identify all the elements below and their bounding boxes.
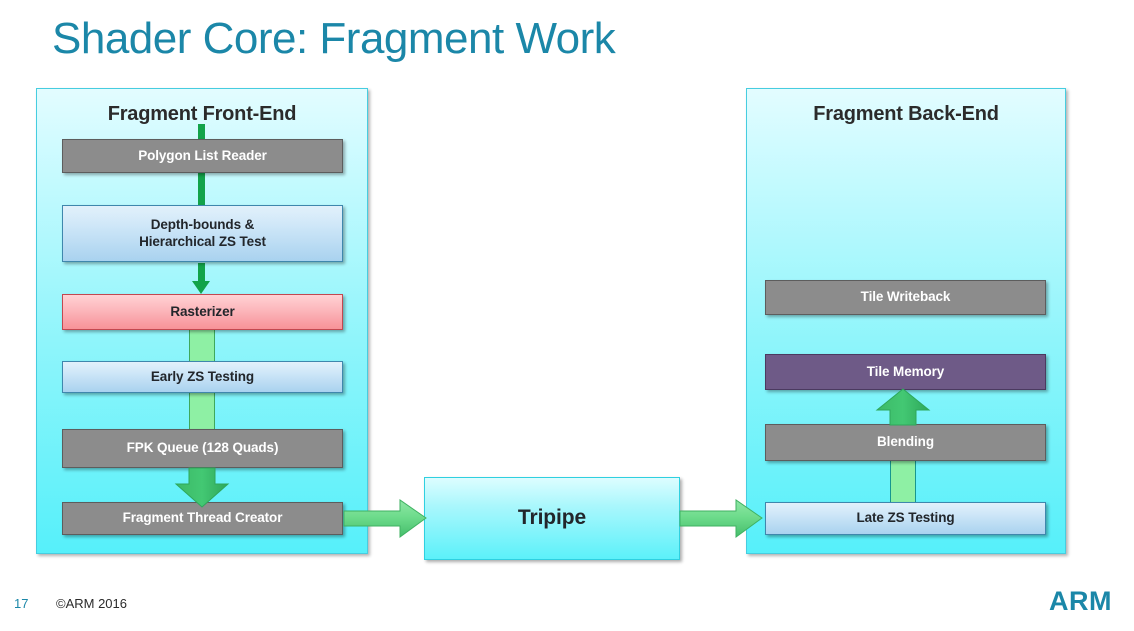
box-rasterizer[interactable]: Rasterizer [62,294,343,330]
box-polygon-list-reader[interactable]: Polygon List Reader [62,139,343,173]
box-label: Early ZS Testing [150,368,255,384]
box-tripipe[interactable]: Tripipe [424,477,680,560]
arrow-depth-bounds-to-rasterizer-head [192,281,210,294]
connector-depth-bounds-to-rasterizer-stem [198,263,205,281]
panel-title-front-end: Fragment Front-End [107,103,297,125]
arm-logo: ARM [1049,586,1112,616]
panel-title-back-end: Fragment Back-End [813,103,999,125]
box-label: Late ZS Testing [856,510,955,526]
box-blending[interactable]: Blending [765,424,1046,461]
connector-rasterizer-to-early-zs [189,330,215,362]
box-label: Fragment Thread Creator [122,510,283,526]
box-label: Tripipe [517,506,587,530]
arrow-fpk-queue-to-fragment-thread-creator [174,467,230,508]
box-tile-memory[interactable]: Tile Memory [765,354,1046,390]
box-label: Rasterizer [170,303,235,319]
page-title: Shader Core: Fragment Work [52,14,616,63]
box-label: Polygon List Reader [138,147,267,163]
connector-polygon-to-depth-bounds [198,184,205,206]
box-label: Depth-bounds & Hierarchical ZS Test [139,216,266,249]
box-fpk-queue[interactable]: FPK Queue (128 Quads) [62,429,343,468]
page-number: 17 [14,596,29,611]
connector-early-zs-to-fpk-queue [189,392,215,429]
arrow-front-end-to-tripipe [343,499,427,538]
box-early-zs-testing[interactable]: Early ZS Testing [62,361,343,393]
box-depth-bounds-hierarchical-zs-test[interactable]: Depth-bounds & Hierarchical ZS Test [62,205,343,262]
arrow-blending-to-tile-memory [875,388,931,426]
box-late-zs-testing[interactable]: Late ZS Testing [765,502,1046,535]
box-label: Blending [877,434,934,450]
box-label: Tile Writeback [860,289,951,305]
connector-title-to-polygon-list-reader [198,124,205,146]
box-label: Tile Memory [866,363,945,379]
connector-late-zs-to-blending [890,460,916,506]
box-tile-writeback[interactable]: Tile Writeback [765,280,1046,315]
box-label: FPK Queue (128 Quads) [126,440,279,456]
copyright-notice: ©ARM 2016 [56,596,127,611]
arrow-tripipe-to-back-end [679,499,763,538]
